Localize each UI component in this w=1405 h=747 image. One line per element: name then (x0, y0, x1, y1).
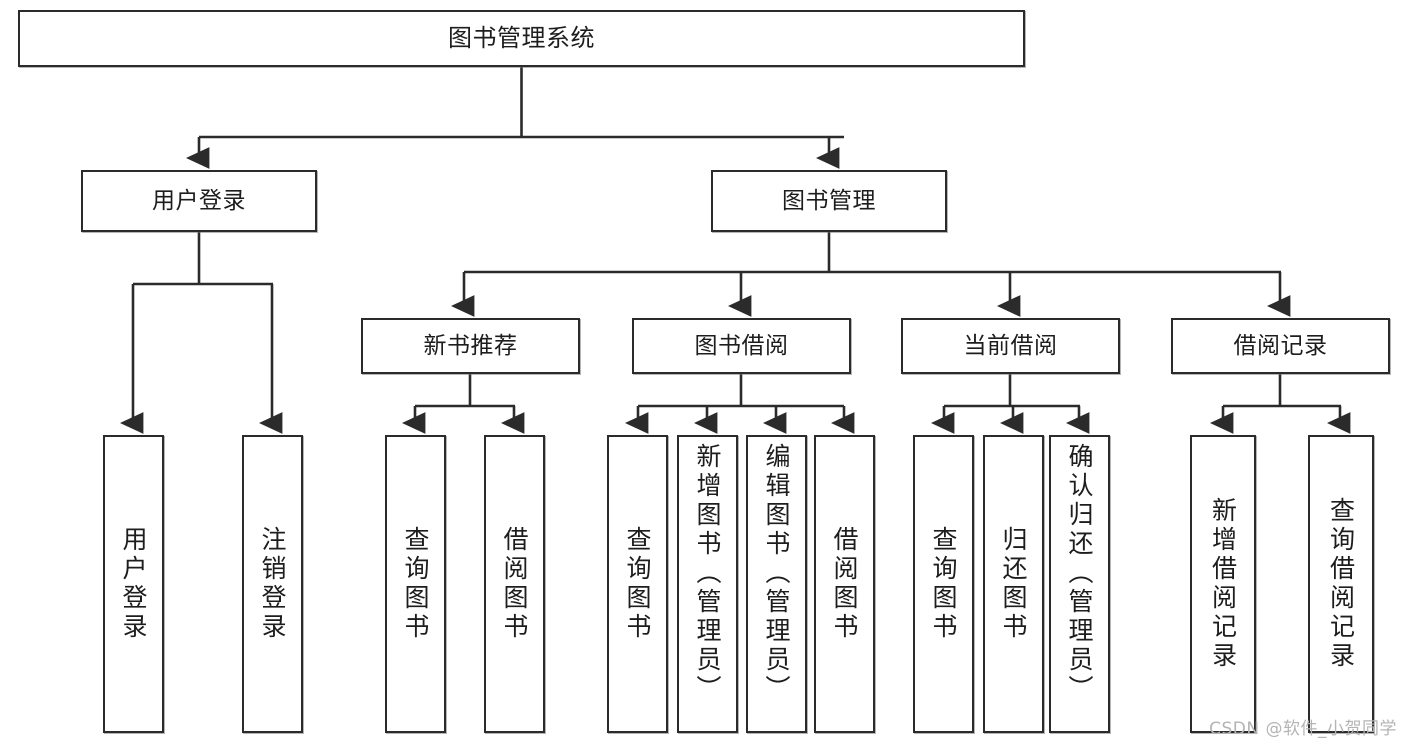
node-leaf-borrow-book-1[interactable]: 借阅图书 (484, 435, 545, 733)
node-current-borrow[interactable]: 当前借阅 (901, 318, 1120, 374)
node-leaf-user-login[interactable]: 用户登录 (103, 435, 164, 733)
node-book-management-label: 图书管理 (782, 187, 876, 214)
node-borrow-record-label: 借阅记录 (1233, 332, 1328, 359)
node-leaf-return-book-label: 归还图书 (999, 526, 1028, 642)
node-current-borrow-label: 当前借阅 (963, 332, 1058, 359)
node-leaf-borrow-book-2-label: 借阅图书 (830, 526, 859, 642)
node-borrow-record[interactable]: 借阅记录 (1171, 318, 1390, 374)
node-leaf-query-record[interactable]: 查询借阅记录 (1308, 435, 1374, 733)
node-leaf-confirm-return-label: 确认归还（管理员） (1065, 443, 1094, 704)
node-leaf-query-book-3[interactable]: 查询图书 (913, 435, 974, 733)
node-new-book-recommend[interactable]: 新书推荐 (361, 318, 580, 374)
node-leaf-query-book-1-label: 查询图书 (401, 526, 430, 642)
node-leaf-query-book-3-label: 查询图书 (929, 526, 958, 642)
node-leaf-confirm-return[interactable]: 确认归还（管理员） (1049, 435, 1110, 733)
node-leaf-edit-book[interactable]: 编辑图书（管理员） (746, 435, 807, 733)
node-leaf-add-book[interactable]: 新增图书（管理员） (677, 435, 738, 733)
node-leaf-logout-login-label: 注销登录 (258, 526, 287, 642)
node-leaf-edit-book-label: 编辑图书（管理员） (762, 443, 791, 704)
node-new-book-recommend-label: 新书推荐 (423, 332, 518, 359)
node-leaf-add-record-label: 新增借阅记录 (1208, 497, 1238, 671)
node-leaf-borrow-book-2[interactable]: 借阅图书 (814, 435, 875, 733)
node-leaf-borrow-book-1-label: 借阅图书 (500, 526, 529, 642)
node-leaf-add-book-label: 新增图书（管理员） (693, 443, 722, 704)
node-leaf-query-book-1[interactable]: 查询图书 (385, 435, 446, 733)
node-leaf-query-book-2[interactable]: 查询图书 (607, 435, 668, 733)
node-book-management[interactable]: 图书管理 (711, 170, 947, 232)
node-root-label: 图书管理系统 (448, 23, 595, 52)
node-leaf-query-record-label: 查询借阅记录 (1326, 497, 1356, 671)
node-book-borrow[interactable]: 图书借阅 (632, 318, 851, 374)
node-leaf-query-book-2-label: 查询图书 (623, 526, 652, 642)
watermark: CSDN @软件_小贺同学 (1209, 719, 1397, 739)
node-book-borrow-label: 图书借阅 (694, 332, 789, 359)
node-leaf-user-login-label: 用户登录 (119, 526, 148, 642)
node-user-login-label: 用户登录 (152, 187, 246, 214)
node-leaf-add-record[interactable]: 新增借阅记录 (1190, 435, 1256, 733)
node-leaf-return-book[interactable]: 归还图书 (983, 435, 1044, 733)
node-root[interactable]: 图书管理系统 (18, 10, 1025, 67)
node-user-login[interactable]: 用户登录 (81, 170, 317, 232)
node-leaf-logout-login[interactable]: 注销登录 (242, 435, 303, 733)
